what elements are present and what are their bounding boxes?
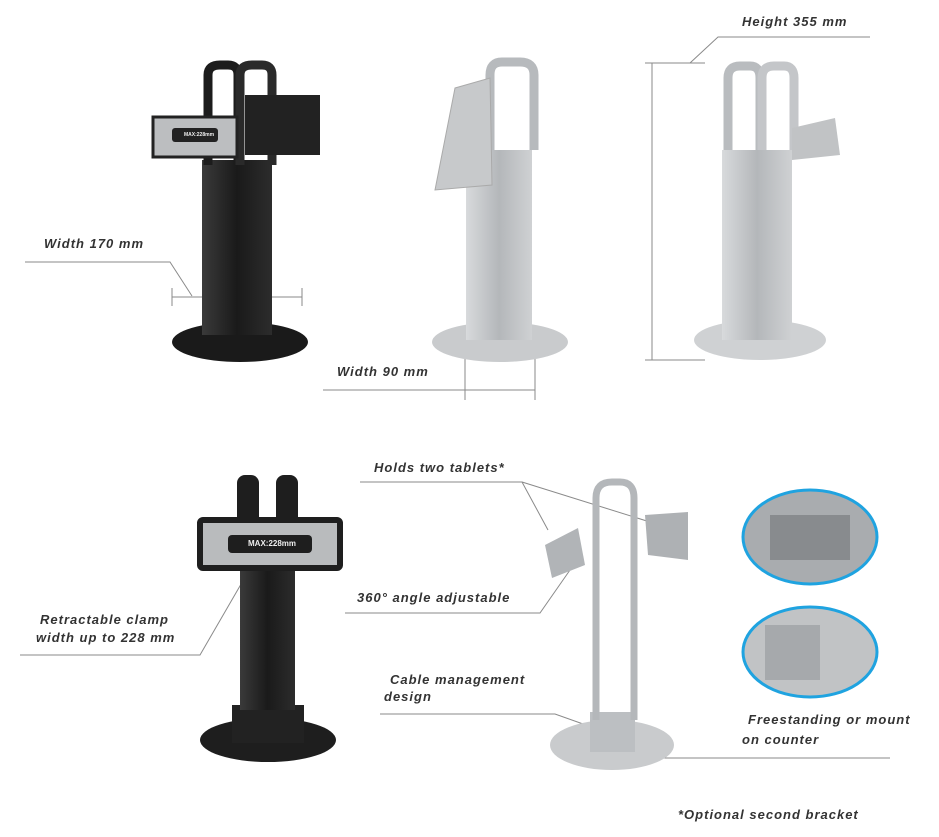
black-stand-bottom-left (197, 475, 343, 762)
black-stand-top-left (151, 60, 320, 362)
freestanding-label-line2: on counter (742, 732, 820, 747)
holds-two-tablets-label: Holds two tablets* (374, 460, 505, 475)
clamp-max-label: MAX:228mm (248, 539, 297, 548)
silver-stand-top-right (694, 61, 840, 360)
freestanding-label-line1: Freestanding or mount (748, 712, 911, 727)
detail-circles (741, 488, 879, 699)
height-355-label: Height 355 mm (742, 14, 848, 29)
cable-label-line1: Cable management (390, 672, 526, 687)
cable-label-line2: design (384, 689, 432, 704)
silver-stand-top-middle (432, 57, 568, 362)
clamp-max-label-small: MAX:228mm (184, 132, 215, 138)
clamp-label-line1: Retractable clamp (40, 612, 169, 627)
width-90-label: Width 90 mm (337, 364, 429, 379)
angle-adjustable-label: 360° angle adjustable (357, 590, 511, 605)
clamp-label-line2: width up to 228 mm (36, 630, 176, 645)
silver-stand-bottom-middle (545, 478, 688, 770)
width-170-label: Width 170 mm (44, 236, 145, 251)
footnote: *Optional second bracket (678, 807, 859, 822)
